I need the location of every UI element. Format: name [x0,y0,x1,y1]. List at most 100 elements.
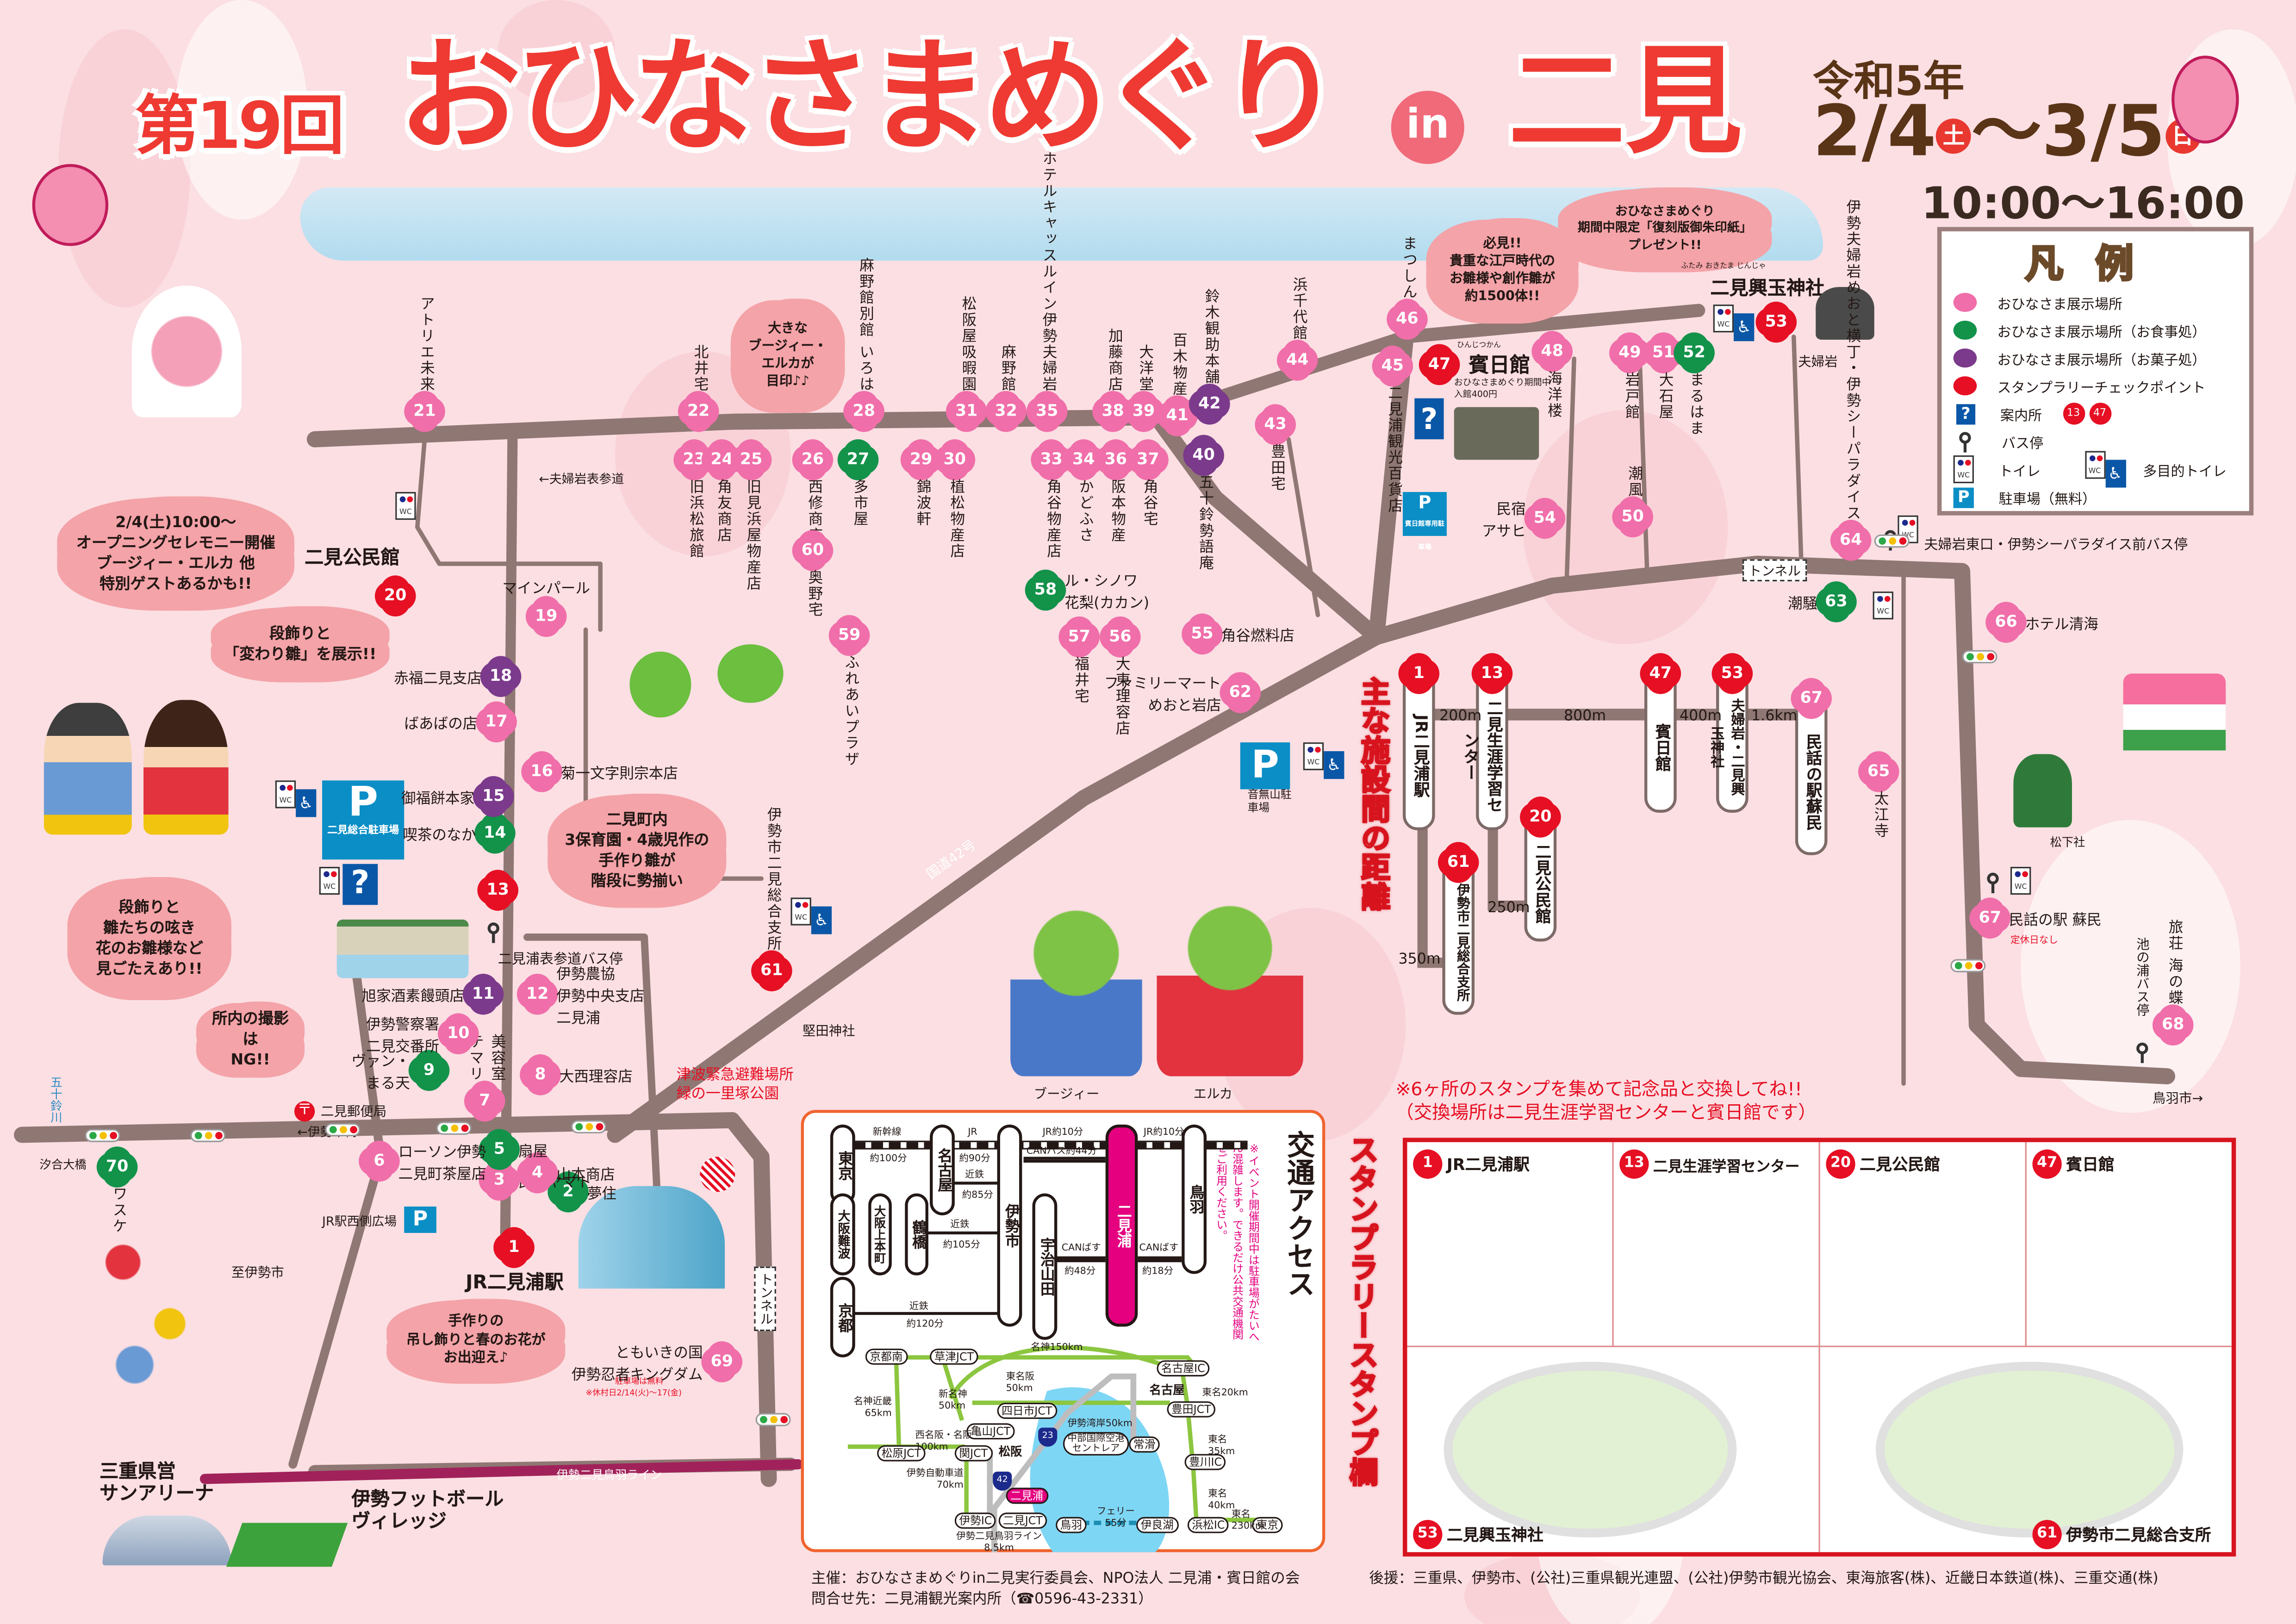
marker-6: 6 [363,1145,396,1177]
distance-marker: 53 [1716,657,1748,690]
marker-57: 57 [1063,621,1095,653]
boojee-watermark-icon [1444,1362,1737,1538]
legend-label: トイレ [1998,463,2041,480]
marker-label-39: 大洋堂 [1135,344,1152,392]
rail-time: 約85分 [962,1189,994,1201]
post-office-icon: 〒 [294,1101,315,1122]
accessible-toilet-icon: WC♿ [275,780,317,817]
marker-label-50: 潮風 [1624,466,1641,498]
road-label: 東名阪 50km [1006,1370,1035,1394]
football-field-icon [226,1523,348,1567]
legend-label: バス停 [2002,436,2044,452]
meoto-iwa-rocks-icon [1816,287,1874,340]
stamp-cell[interactable] [1407,1142,1614,1347]
eruka-character-icon [1157,893,1303,1076]
stamp-cell[interactable] [2026,1142,2232,1347]
marker-label-22: 北井宅 [690,344,707,392]
station-tsuruhashi: 鶴橋 [905,1193,928,1276]
tsunami-shelter-label: 津波緊急避難場所 緑の一里塚公園 [676,1067,794,1103]
station-osaka-uehommachi: 大阪上本町 [868,1193,892,1276]
marker-54: 54 [1529,502,1561,535]
marker-8: 8 [524,1058,557,1091]
date-end: 3/5 [2041,91,2165,173]
ise-futami-line-label: 伊勢二見鳥羽ライン [556,1468,662,1482]
marker-69: 69 [705,1345,738,1378]
accessible-toilet-icon: WC♿ [2084,451,2126,488]
station-futaminoura: 二見浦 [1105,1124,1138,1327]
legend-label: おひなさま展示場所（お食事処） [1997,324,2206,341]
meoto-bus-stop-label: 夫婦岩東口・伊勢シーパラダイス前バス停 [1924,537,2188,554]
marker-43: 43 [1259,408,1292,441]
marker-label-61: 伊勢市二見総合支所 [763,807,780,952]
legend-label: スタンプラリーチェックポイント [1997,380,2206,396]
jr-station-label: JR二見浦駅 [466,1272,564,1294]
marker-28: 28 [847,395,880,428]
legend-item: スタンプラリーチェックポイント [1941,372,2249,400]
marker-16: 16 [525,755,558,788]
marker-56: 56 [1104,621,1137,653]
rail-label: 近鉄 [909,1300,928,1312]
stamp-cell[interactable] [1407,1347,1820,1552]
marker-26: 26 [796,443,829,476]
access-title: 交通アクセス [1282,1130,1315,1298]
legend-label: おひなさま展示場所 [1997,296,2123,313]
road-label: 東名 230km [1231,1508,1265,1532]
legend-item: バス停 [1941,428,2249,455]
marker-label-11: 旭家酒素饅頭店 [361,989,464,1006]
road-network [847,1345,1258,1552]
marker-27: 27 [842,443,874,476]
road-label: 東名 35km [1208,1433,1235,1457]
legend-label: 駐車場（無料） [1998,491,2097,508]
legend: 凡例 おひなさま展示場所 おひなさま展示場所（お食事処） おひなさま展示場所（お… [1937,227,2254,516]
distance-marker: 13 [1476,657,1508,690]
marker-53: 53 [1760,306,1792,338]
distance-stop-kominkan: 二見公民館 [1524,809,1557,942]
sogo-parking-label: 二見総合駐車場 [327,824,399,836]
stamp-cell[interactable] [1613,1142,1820,1347]
marker-label-43: 豊田宅 [1267,443,1284,492]
callout-big-character: 大きな ブージィー・ エルカが 目印♪♪ [739,307,836,404]
road-node: 四日市JCT [997,1403,1057,1419]
traffic-light-icon [85,1129,120,1142]
road-node: 松原JCT [877,1445,926,1462]
marker-30: 30 [939,443,971,476]
stamp-cell[interactable] [1820,1142,2027,1347]
route-23-badge: 23 [1038,1427,1058,1447]
legend-label: 案内所 [2000,408,2042,424]
marker-55: 55 [1186,618,1219,650]
marker-label-8: 大西理容店 [559,1070,633,1086]
marker-label-59: ふれあいプラザ [841,654,858,767]
road-label: フェリー 55分 [1096,1505,1135,1529]
marker-40: 40 [1187,439,1220,472]
date-start: 2/4 [1812,91,1936,173]
callout-nursery: 二見町内 3保育園・4歳児作の 手作り雛が 階段に勢揃い [556,802,718,899]
road-label: 伊勢自動車道 70km [906,1467,964,1491]
to-ise-label: 至伊勢市 [231,1266,284,1282]
marker-61: 61 [755,954,788,987]
parking-icon: P [404,1207,436,1233]
marker-label-55: 角谷燃料店 [1221,628,1294,645]
marker-44: 44 [1281,344,1314,377]
marker-10: 10 [442,1017,475,1050]
marker-3: 3 [483,1164,516,1196]
odairi-sama-doll-icon [44,703,132,835]
bus-stop-icon [2136,1042,2148,1063]
katada-shrine-label: 堅田神社 [802,1025,855,1040]
marker-label-38: 加藤商店 [1105,328,1121,392]
marker-label-15: 御福餅本家 [401,791,475,808]
distance-value: 400m [1679,709,1722,725]
marker-label-62: ファミリーマート めおと岩店 [1104,676,1221,715]
rail-line [852,1312,1014,1315]
road-label: 伊勢湾岸50km [1067,1417,1132,1429]
football-village-label: 伊勢フットボール ヴィレッジ [351,1489,504,1533]
event-title: おひなさまめぐり [398,25,1342,168]
hinjitsukan-label: 賓日館 [1468,354,1531,378]
marker-37: 37 [1132,443,1164,476]
marker-label-37: 角谷宅 [1140,479,1156,528]
marker-label-10: 伊勢警察署 二見交番所 [366,1017,440,1056]
event-hours: 10:00〜16:00 [1921,178,2245,230]
marker-19: 19 [530,600,562,633]
